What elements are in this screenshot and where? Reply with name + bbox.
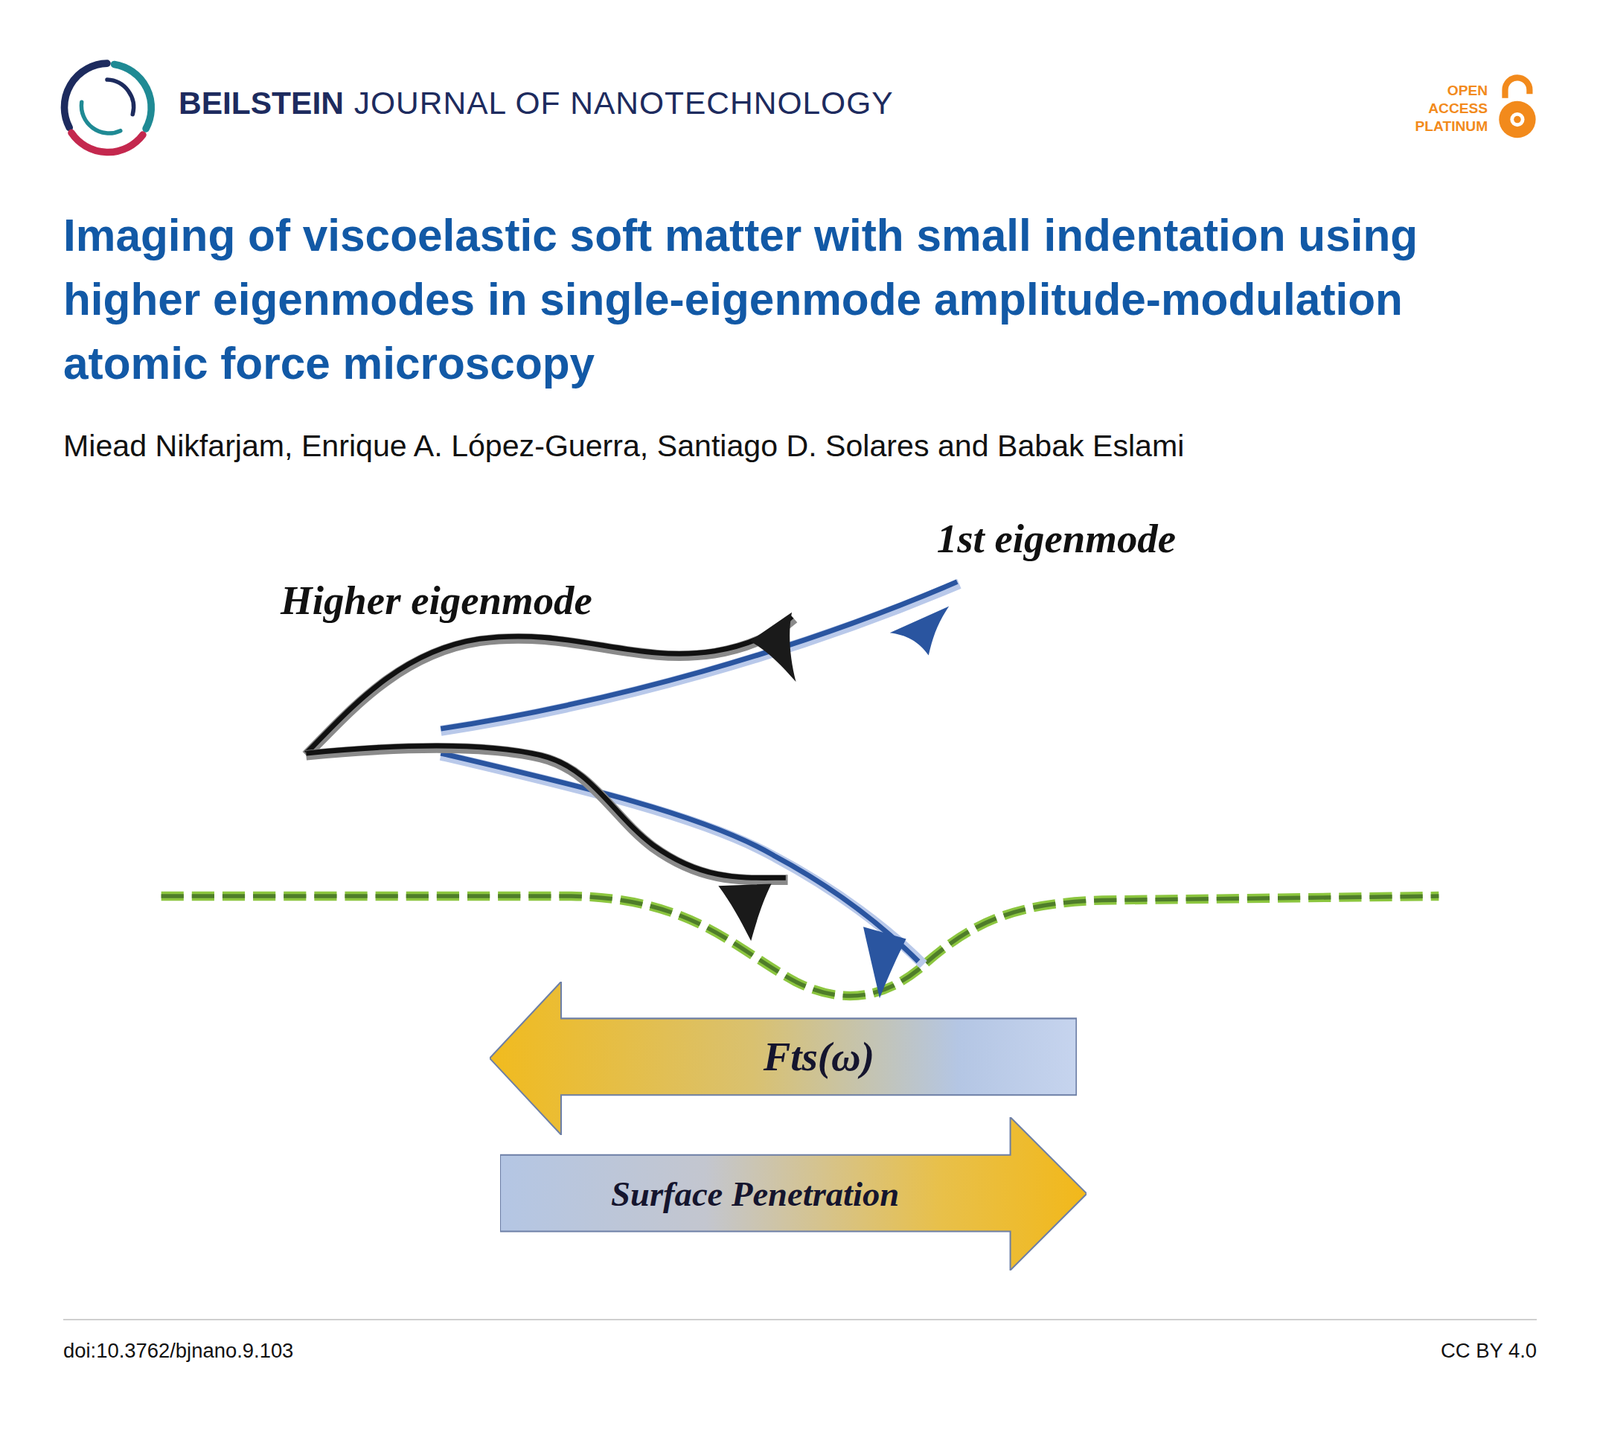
arrow-text-area: Fts(ω) <box>561 1018 1077 1095</box>
open-access-lock <box>1498 77 1536 138</box>
journal-name: JOURNAL OF NANOTECHNOLOGY <box>354 85 894 123</box>
journal-logo <box>64 63 152 152</box>
mode-label: Higher eigenmode <box>280 576 593 624</box>
license-text: CC BY 4.0 <box>1440 1338 1537 1363</box>
arrow-label: Fts(ω) <box>763 1032 875 1080</box>
penetration-arrow: Surface Penetration <box>500 1117 1087 1271</box>
arrow-text-area: Surface Penetration <box>500 1154 1011 1232</box>
arrow-label: Surface Penetration <box>610 1173 899 1214</box>
first-eigenmode-cantilever <box>440 581 960 998</box>
author-list: Miead Nikfarjam, Enrique A. López-Guerra… <box>63 428 1184 464</box>
footer-rule <box>63 1318 1537 1321</box>
journal-name: BEILSTEIN <box>178 85 344 123</box>
higher-eigenmode-cantilever <box>305 612 796 942</box>
paper-title: Imaging of viscoelastic soft matter with… <box>63 203 1452 396</box>
arrow-outline <box>489 981 1077 1135</box>
mode-label: 1st eigenmode <box>936 514 1176 562</box>
force-arrow: Fts(ω) <box>489 981 1077 1135</box>
arrow-outline <box>500 1117 1087 1271</box>
open-access-badge: OPEN ACCESS PLATINUM <box>1414 81 1488 136</box>
doi-text: doi:10.3762/bjnano.9.103 <box>63 1338 294 1363</box>
sample-surface <box>161 896 1440 996</box>
